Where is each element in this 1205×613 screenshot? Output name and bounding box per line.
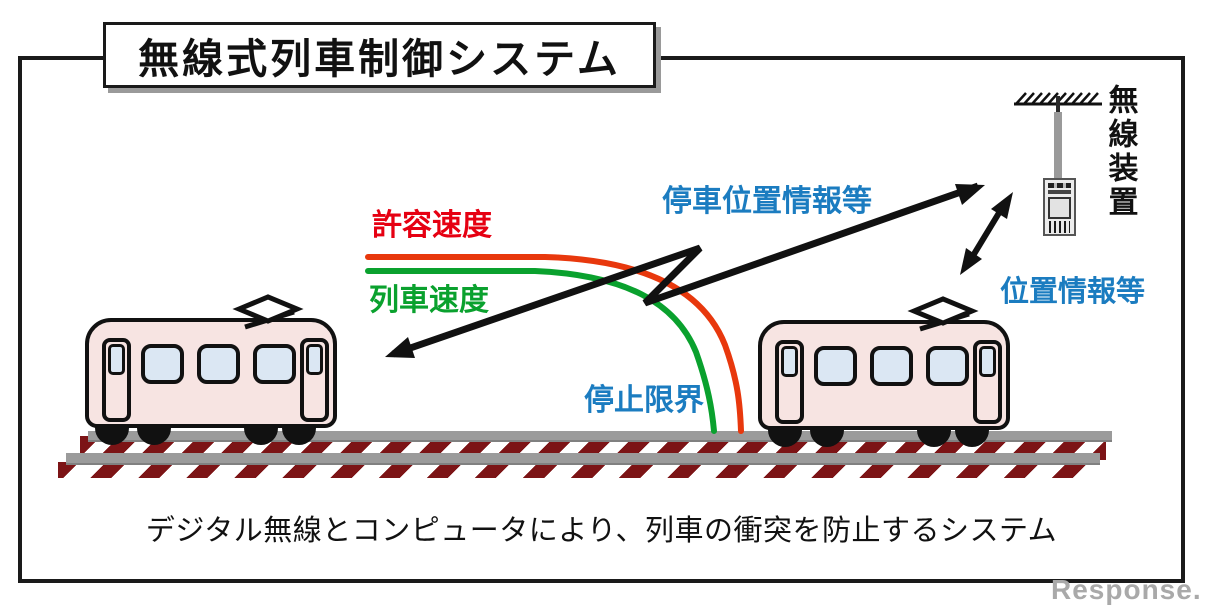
- watermark: Response.: [1051, 574, 1202, 605]
- track-tie-ends: [58, 462, 1090, 478]
- device-panel: [1048, 197, 1071, 219]
- train-left: [85, 318, 337, 448]
- page-title: 無線式列車制御システム: [138, 36, 621, 82]
- track-rail-bottom: [66, 453, 1100, 465]
- device-vent: [1048, 183, 1071, 188]
- device-vent: [1048, 190, 1071, 194]
- train-right: [758, 320, 1010, 450]
- train-door: [102, 338, 131, 422]
- allowed-speed-label: 許容速度: [372, 209, 492, 242]
- radio-device-box: [1043, 178, 1076, 236]
- train-window: [870, 346, 913, 386]
- stop-limit-label: 停止限界: [584, 384, 704, 417]
- train-window: [253, 344, 296, 384]
- door-window: [781, 346, 798, 377]
- train-window: [814, 346, 857, 386]
- train-speed-label: 列車速度: [369, 284, 489, 317]
- train-window: [926, 346, 969, 386]
- train-door: [775, 340, 804, 424]
- train-body: [758, 320, 1010, 430]
- train-body: [85, 318, 337, 428]
- stop-position-info-label: 停車位置情報等: [662, 185, 872, 218]
- door-window: [108, 344, 125, 375]
- device-stripes: [1049, 221, 1070, 233]
- train-door: [300, 338, 329, 422]
- radio-device-label: 無線装置: [1103, 84, 1137, 220]
- door-window: [306, 344, 323, 375]
- train-window: [141, 344, 184, 384]
- position-info-label: 位置情報等: [1000, 276, 1146, 308]
- train-door: [973, 340, 1002, 424]
- caption-text: デジタル無線とコンピュータにより、列車の衝突を防止するシステム: [145, 515, 1058, 547]
- train-window: [197, 344, 240, 384]
- title-box: 無線式列車制御システム: [103, 22, 656, 88]
- track-rail-top: [88, 431, 1112, 442]
- door-window: [979, 346, 996, 377]
